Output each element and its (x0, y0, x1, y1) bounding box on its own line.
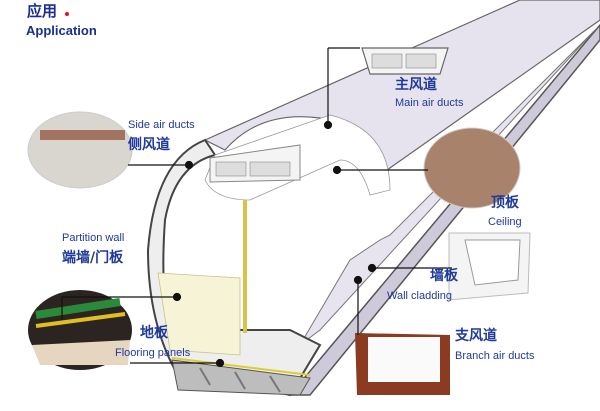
flooring-photo-yellow-strip (35, 312, 126, 328)
partition-wall (157, 272, 241, 356)
partition-wall-en: Partition wall (62, 232, 125, 244)
cabin-side-shell (288, 23, 600, 396)
side-duct-photo-detail (40, 130, 125, 140)
ceiling-cn: 顶板 (491, 195, 519, 211)
branch-air-ducts-cn: 支风道 (455, 328, 497, 344)
ceiling-en: Ceiling (488, 216, 522, 228)
main-air-ducts-en: Main air ducts (395, 97, 464, 109)
main-duct-cell (371, 53, 403, 69)
side-duct-cell (215, 161, 247, 177)
wall-cladding-en: Wall cladding (387, 290, 453, 302)
flooring-photo-green-strip (35, 298, 121, 319)
title-en: Application (26, 23, 97, 38)
flooring-panels-en: Flooring panels (115, 347, 191, 359)
wall-cladding-cn: 墙板 (430, 268, 458, 284)
floor-edge-strip (171, 357, 311, 376)
title-cn: 应用 (27, 2, 58, 20)
side-air-ducts-en: Side air ducts (128, 119, 195, 131)
flooring-photo-board (32, 340, 130, 365)
side-air-ducts-cn: 侧风道 (128, 137, 170, 153)
main-duct-cell (405, 53, 437, 69)
leader-lines (61, 47, 452, 368)
wall-cladding-window (464, 239, 521, 286)
accent-dot (65, 12, 69, 16)
side-duct-photo (27, 111, 133, 189)
partition-wall-cn: 端墙/门板 (62, 250, 124, 266)
main-air-ducts-cn: 主风道 (395, 77, 437, 93)
branch-air-ducts-en: Branch air ducts (455, 350, 535, 362)
flooring-panels-cn: 地板 (140, 325, 168, 341)
door-pillar (243, 200, 247, 333)
side-duct-cell (249, 161, 291, 177)
floor-ribs (199, 367, 281, 393)
ceiling-photo (423, 127, 521, 209)
branch-duct-opening (368, 337, 440, 382)
